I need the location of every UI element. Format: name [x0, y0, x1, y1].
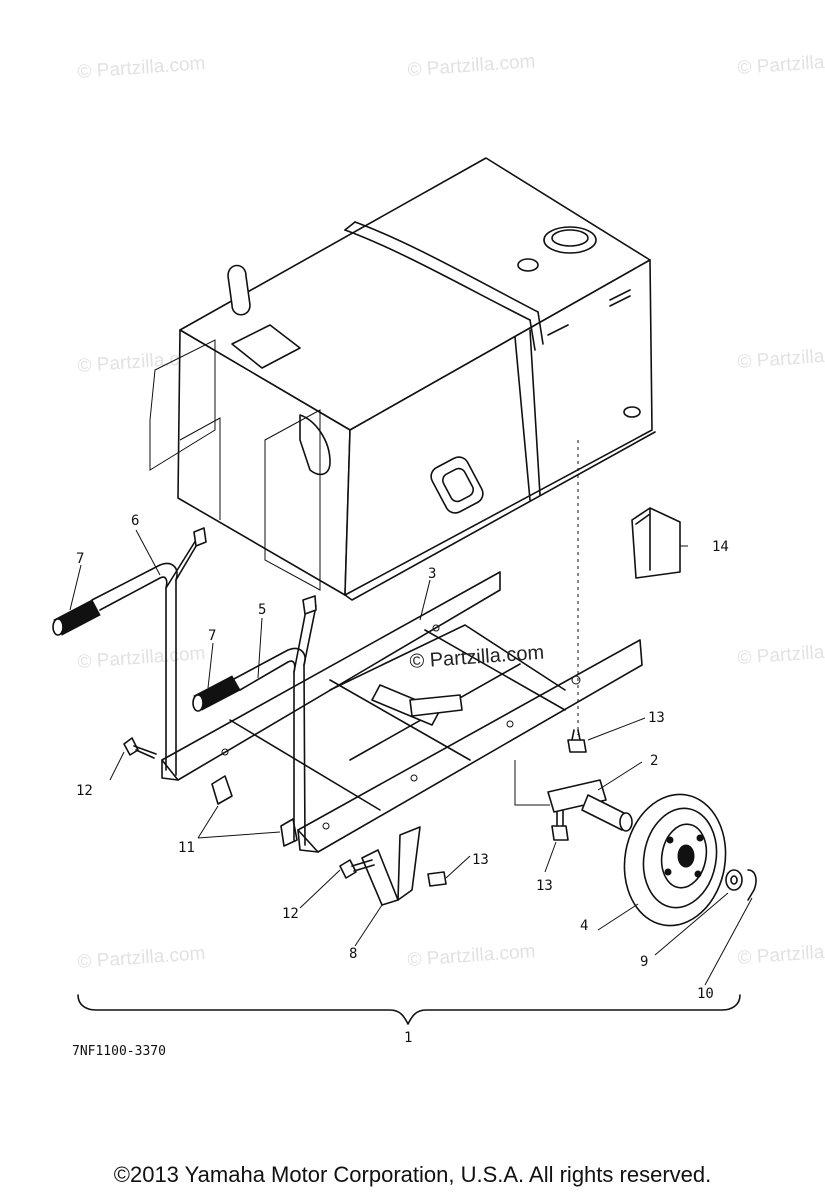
handle-5 — [231, 595, 317, 846]
callout-10: 10 — [697, 986, 714, 1002]
callout-14: 14 — [712, 539, 729, 555]
watermark: © Partzilla.com — [737, 49, 825, 79]
side-panel-outline — [149, 339, 321, 591]
diagram-reference: 7NF1100-3370 — [72, 1044, 166, 1059]
nut-13c — [427, 871, 447, 887]
bolt-12b — [339, 859, 375, 879]
callout-8: 8 — [349, 946, 357, 962]
callout-11: 11 — [178, 840, 195, 856]
watermark: © Partzilla.com — [737, 639, 825, 669]
axle-bracket-2 — [514, 760, 633, 832]
callout-6: 6 — [131, 513, 139, 529]
generator-enclosure — [177, 157, 656, 601]
callout-9: 9 — [640, 954, 648, 970]
callout-1: 1 — [404, 1030, 412, 1046]
copyright-notice: ©2013 Yamaha Motor Corporation, U.S.A. A… — [113, 1162, 712, 1187]
owners-manual-14 — [631, 507, 681, 579]
callout-12b: 12 — [282, 906, 299, 922]
watermark: © Partzilla.com — [77, 943, 206, 973]
washer-9 — [725, 869, 743, 891]
cotter-pin-10 — [747, 869, 757, 901]
bolt-12a — [123, 737, 157, 759]
nut-13a — [567, 729, 587, 753]
callout-12a: 12 — [76, 783, 93, 799]
watermark: © Partzilla.com — [737, 939, 825, 969]
grip-7b — [192, 675, 241, 712]
wheel-4 — [623, 793, 727, 927]
grip-7a — [52, 599, 101, 636]
watermark: © Partzilla.com — [77, 643, 206, 673]
watermark: © Partzilla.com — [407, 51, 536, 81]
callout-3: 3 — [428, 566, 436, 582]
handle-6 — [91, 527, 207, 776]
callout-5: 5 — [258, 602, 266, 618]
frame-assembly — [161, 571, 643, 906]
leader-lines — [69, 529, 753, 986]
callout-13b: 13 — [536, 878, 553, 894]
callout-13c: 13 — [472, 852, 489, 868]
callout-2: 2 — [650, 753, 658, 769]
callout-7b: 7 — [208, 628, 216, 644]
assembly-brace — [77, 994, 741, 1025]
callout-13a: 13 — [648, 710, 665, 726]
callout-4: 4 — [580, 918, 588, 934]
watermark: © Partzilla.com — [407, 941, 536, 971]
watermark: © Partzilla.com — [737, 343, 825, 373]
center-watermark: © Partzilla.com — [409, 642, 545, 673]
callout-7a: 7 — [76, 551, 84, 567]
watermark: © Partzilla.com — [77, 53, 206, 83]
nut-13b — [551, 809, 569, 841]
callout-labels: 1 2 3 4 5 6 7 7 8 9 10 11 12 12 13 13 13… — [76, 513, 729, 1046]
